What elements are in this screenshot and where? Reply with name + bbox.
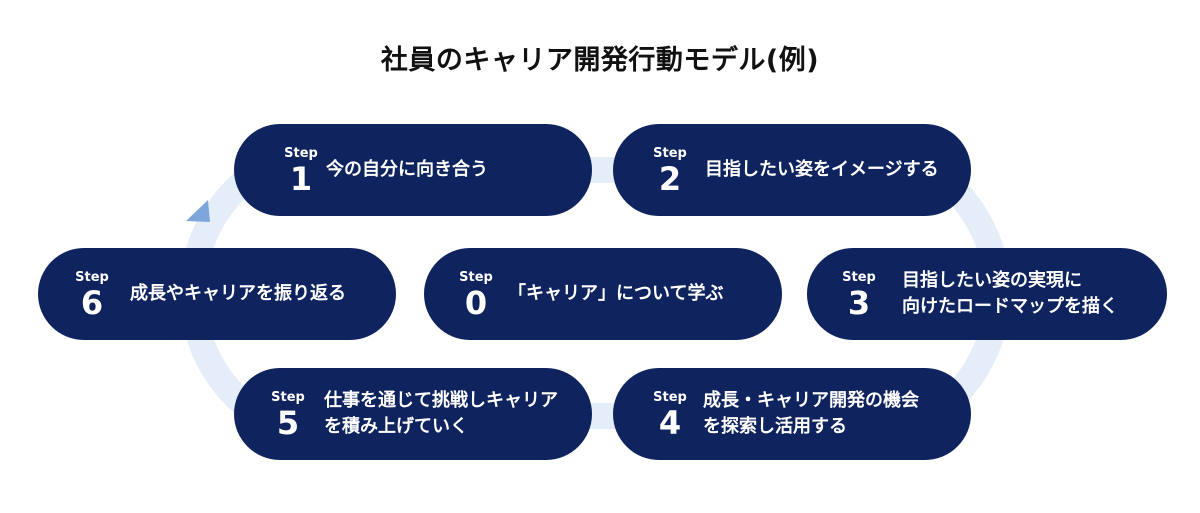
step-2-label-line: 目指したい姿をイメージする (705, 159, 939, 180)
step-4-label-line-1: 成長・キャリア開発の機会 (703, 390, 919, 411)
step-1-card: Step 1 今の自分に向き合う (234, 124, 592, 216)
step-4-word: Step (653, 390, 687, 405)
step-1-label: 今の自分に向き合う (326, 157, 488, 183)
step-6-label: 成長やキャリアを振り返る (130, 281, 346, 307)
step-4-label-line-2: を探索し活用する (703, 416, 847, 437)
step-2-number: 2 (658, 160, 682, 198)
step-6-card: Step 6 成長やキャリアを振り返る (38, 248, 396, 340)
step-2-card: Step 2 目指したい姿をイメージする (613, 124, 971, 216)
step-4-card: Step 4 成長・キャリア開発の機会 を探索し活用する (613, 368, 971, 460)
cycle-arrow-icon (186, 200, 210, 222)
step-3-label-line-2: 向けたロードマップを描く (902, 296, 1118, 317)
step-0-word: Step (459, 270, 493, 285)
step-4-number: 4 (658, 404, 682, 442)
step-3-card: Step 3 目指したい姿の実現に 向けたロードマップを描く (807, 248, 1167, 340)
step-2-label: 目指したい姿をイメージする (705, 157, 939, 183)
step-5-label: 仕事を通じて挑戦しキャリア を積み上げていく (324, 388, 558, 440)
step-5-word: Step (271, 390, 305, 405)
step-6-number: 6 (80, 284, 104, 322)
step-6-label-line: 成長やキャリアを振り返る (130, 283, 346, 304)
step-2-word: Step (653, 146, 687, 161)
step-5-label-line-2: を積み上げていく (324, 416, 468, 437)
step-1-number: 1 (289, 160, 313, 198)
step-4-label: 成長・キャリア開発の機会 を探索し活用する (703, 388, 919, 440)
step-5-number: 5 (276, 404, 300, 442)
step-6-word: Step (75, 270, 109, 285)
step-0-label: 「キャリア」について学ぶ (508, 281, 723, 307)
step-0-number: 0 (464, 284, 488, 322)
step-3-number: 3 (847, 284, 871, 322)
step-0-card: Step 0 「キャリア」について学ぶ (424, 248, 782, 340)
step-5-card: Step 5 仕事を通じて挑戦しキャリア を積み上げていく (234, 368, 592, 460)
step-1-word: Step (284, 146, 318, 161)
step-3-label: 目指したい姿の実現に 向けたロードマップを描く (902, 268, 1118, 320)
step-1-label-line: 今の自分に向き合う (326, 159, 488, 180)
step-3-word: Step (842, 270, 876, 285)
diagram-title: 社員のキャリア開発行動モデル(例) (380, 45, 820, 76)
step-5-label-line-1: 仕事を通じて挑戦しキャリア (324, 390, 558, 411)
step-0-label-line: 「キャリア」について学ぶ (508, 283, 724, 304)
step-3-label-line-1: 目指したい姿の実現に (902, 270, 1082, 291)
